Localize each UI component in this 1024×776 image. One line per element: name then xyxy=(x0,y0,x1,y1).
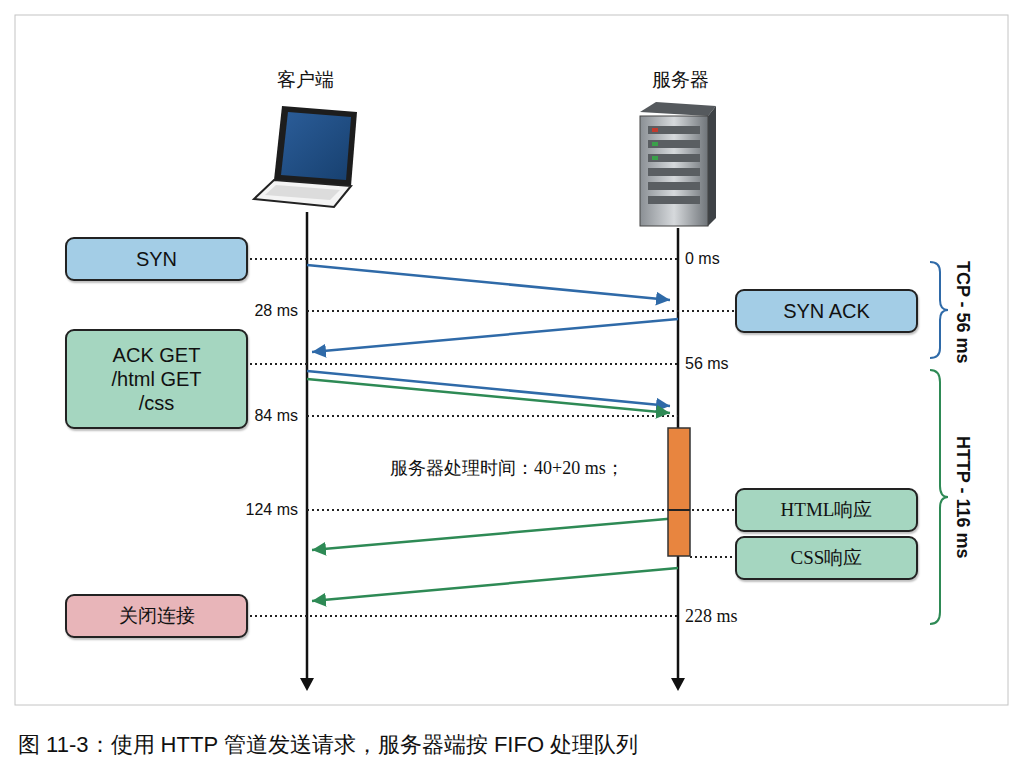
box-text: SYN ACK xyxy=(783,299,870,323)
message-box: SYN xyxy=(65,237,248,281)
http-bracket xyxy=(930,370,948,624)
processing-note: 服务器处理时间：40+20 ms； xyxy=(388,457,626,480)
frame xyxy=(15,15,1008,705)
box-text: HTML响应 xyxy=(781,499,873,522)
time-mark: 84 ms xyxy=(252,406,300,426)
time-mark: 124 ms xyxy=(244,500,300,520)
box-text: ACK GET /html GET /css xyxy=(101,343,213,415)
time-line xyxy=(250,259,735,616)
server-title: 服务器 xyxy=(650,68,711,92)
time-mark: 0 ms xyxy=(683,249,722,269)
box-text: CSS响应 xyxy=(791,547,863,570)
box-text: SYN xyxy=(136,247,177,271)
close-box: 关闭连接 xyxy=(65,594,248,638)
client-title: 客户端 xyxy=(275,68,336,92)
message-box: SYN ACK xyxy=(735,289,918,333)
box-text: 关闭连接 xyxy=(119,605,195,628)
time-mark: 56 ms xyxy=(683,354,731,374)
tcp-bracket xyxy=(930,262,948,358)
laptop-icon xyxy=(254,106,357,207)
request-box: ACK GET /html GET /css xyxy=(65,329,248,429)
tcp-duration: TCP - 56 ms xyxy=(951,259,974,366)
server-icon xyxy=(640,102,716,226)
time-mark: 28 ms xyxy=(252,301,300,321)
processing-bar xyxy=(668,428,690,556)
figure-caption: 图 11-3：使用 HTTP 管道发送请求，服务器端按 FIFO 处理队列 xyxy=(18,731,638,760)
response-box: HTML响应 xyxy=(735,488,918,532)
http-duration: HTTP - 116 ms xyxy=(951,434,974,561)
message-arrow xyxy=(307,265,678,601)
response-box: CSS响应 xyxy=(735,536,918,580)
lifeline xyxy=(300,212,685,691)
time-mark: 228 ms xyxy=(683,605,740,628)
